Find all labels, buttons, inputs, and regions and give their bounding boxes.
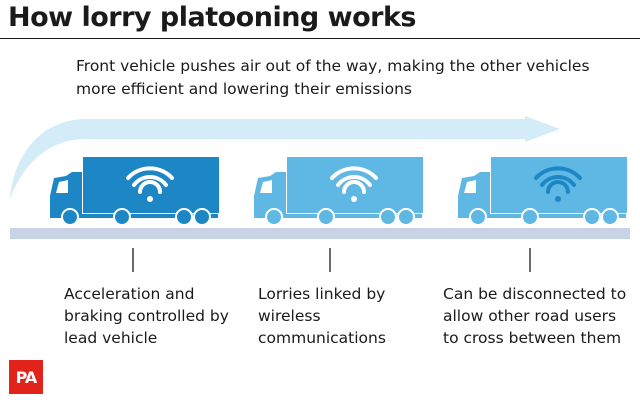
lorry-trailer — [287, 157, 423, 213]
lorry-wheel — [175, 208, 193, 226]
page-title: How lorry platooning works — [8, 2, 417, 33]
lorry-chassis — [254, 214, 422, 218]
caption-disconnect: Can be disconnected to allow other road … — [443, 285, 627, 347]
wifi-icon — [534, 166, 582, 202]
lorry-wheel — [317, 208, 335, 226]
title-divider — [0, 38, 640, 39]
lorry-wheel — [193, 208, 211, 226]
lorry-chassis — [458, 214, 626, 218]
lorry-wheel — [583, 208, 601, 226]
lorry-wheel — [469, 208, 487, 226]
caption-wireless-link: Lorries linked by wireless communication… — [258, 285, 386, 347]
lorry-window — [260, 180, 272, 193]
lorry-trailer — [491, 157, 627, 213]
road — [10, 228, 630, 239]
diagram-subtitle: Front vehicle pushes air out of the way,… — [76, 57, 590, 98]
lorry-wheel — [61, 208, 79, 226]
airflow-arrow — [10, 116, 560, 200]
lorry-window — [464, 180, 476, 193]
lorry-icon — [458, 157, 627, 226]
lorry-wheel — [397, 208, 415, 226]
lorry-icon — [254, 157, 423, 226]
lorry-icon — [50, 157, 219, 226]
wifi-icon — [126, 166, 174, 202]
caption-lead-control: Acceleration and braking controlled by l… — [64, 285, 229, 347]
lorry-wheel — [113, 208, 131, 226]
lorry-wheel — [379, 208, 397, 226]
lorry-chassis — [50, 214, 218, 218]
lorry-wheel — [601, 208, 619, 226]
lorry-wheel — [265, 208, 283, 226]
lorry-wheel — [521, 208, 539, 226]
wifi-icon — [330, 166, 378, 202]
lorry-trailer — [83, 157, 219, 213]
lorry-window — [56, 180, 68, 193]
pa-logo: PA — [9, 360, 43, 394]
